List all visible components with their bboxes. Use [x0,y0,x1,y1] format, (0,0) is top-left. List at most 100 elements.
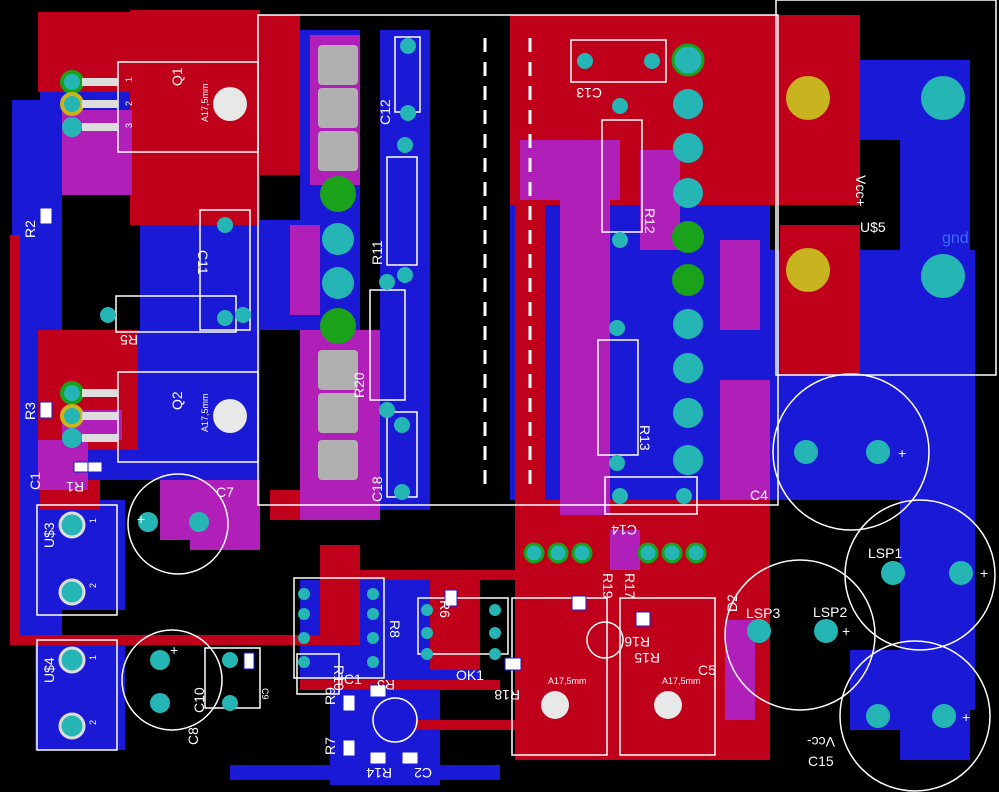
mount-hole [541,691,569,719]
pad [673,353,703,383]
label-c9: C9 [260,688,270,700]
label-c15: C15 [808,753,834,769]
label-c11: C11 [195,250,211,275]
pad [369,751,387,765]
pad [217,310,233,326]
pad [547,542,569,564]
label-us3: U$3 [41,522,57,548]
label-c14: C14 [611,522,637,538]
pad [82,412,118,420]
pad [82,434,118,442]
label-pin3: 3 [124,123,134,128]
via [320,176,356,212]
pad [318,45,358,85]
pad [60,70,84,94]
label-c4: C4 [750,487,768,503]
dashed-slots [483,38,532,490]
label-r1: R1 [66,479,84,495]
pad [369,684,387,698]
pad [82,100,118,108]
pad [82,123,118,131]
terminal-pads [58,511,86,740]
label-gnd: gnd [942,230,969,247]
label-plus-lsp2: + [842,623,850,639]
label-r18: R18 [494,687,520,703]
pad [612,488,628,504]
label-lsp3: LSP3 [746,605,780,621]
label-plus-c15: + [962,709,970,725]
label-c13: C13 [576,85,602,101]
pad-gnd-mid [921,254,965,298]
label-pkg-q2: A17,5mm [200,393,210,432]
pad [949,561,973,585]
pad [397,267,413,283]
label-r14: R14 [366,765,392,781]
pad [421,648,433,660]
label-pin1: 1 [124,77,134,82]
pad [379,274,395,290]
pad [318,393,358,433]
pad [504,657,522,671]
pad [577,53,593,69]
pad [866,704,890,728]
pad [661,542,683,564]
label-plus-lsp1: + [980,565,988,581]
label-d2: D2 [724,594,740,612]
label-r12: R12 [642,208,658,234]
pad [367,608,379,620]
mount-hole [213,399,247,433]
pad [747,619,771,643]
pad [394,484,410,500]
pad [612,232,628,248]
label-r20: R20 [351,372,367,398]
pad [523,542,545,564]
pad [635,611,651,627]
pad-gnd-top [921,76,965,120]
pad [100,307,116,323]
pad [58,578,86,606]
pad [881,561,905,585]
pad [318,131,358,171]
pad [400,38,416,54]
pad [673,133,703,163]
pad [58,646,86,674]
label-c5: C5 [698,662,716,678]
label-q2: Q2 [169,391,185,410]
label-c2: C2 [414,765,432,781]
pad [489,648,501,660]
label-us3-pin2: 2 [88,583,98,588]
pad [150,693,170,713]
via [672,221,704,253]
pad [62,428,82,448]
pad [298,656,310,668]
pad [342,739,356,757]
pad [318,350,358,390]
pad [676,488,692,504]
label-us4: U$4 [41,657,57,683]
label-r7: R7 [322,737,338,755]
pad [138,512,158,532]
pad [318,440,358,480]
label-us4-pin1: 1 [88,655,98,660]
pad [217,217,233,233]
right-connector-pads [671,43,705,475]
pad-vcc-mid [786,248,830,292]
label-r16: R16 [624,634,650,650]
pad [400,105,416,121]
ic-pads [298,588,501,668]
pad [60,92,84,116]
label-lsp2: LSP2 [813,604,847,620]
label-r8: R8 [387,620,403,638]
smd-pads [39,207,651,765]
pad [612,98,628,114]
pad [397,137,413,153]
pad [73,461,89,473]
label-pkg-q1: A17,5mm [200,83,210,122]
label-c18: C18 [369,476,385,502]
pad [673,309,703,339]
pad [318,88,358,128]
label-vcc-pos: Vcc+ [853,175,869,207]
pad-vcc-pos [786,76,830,120]
label-r2: R2 [22,220,38,238]
